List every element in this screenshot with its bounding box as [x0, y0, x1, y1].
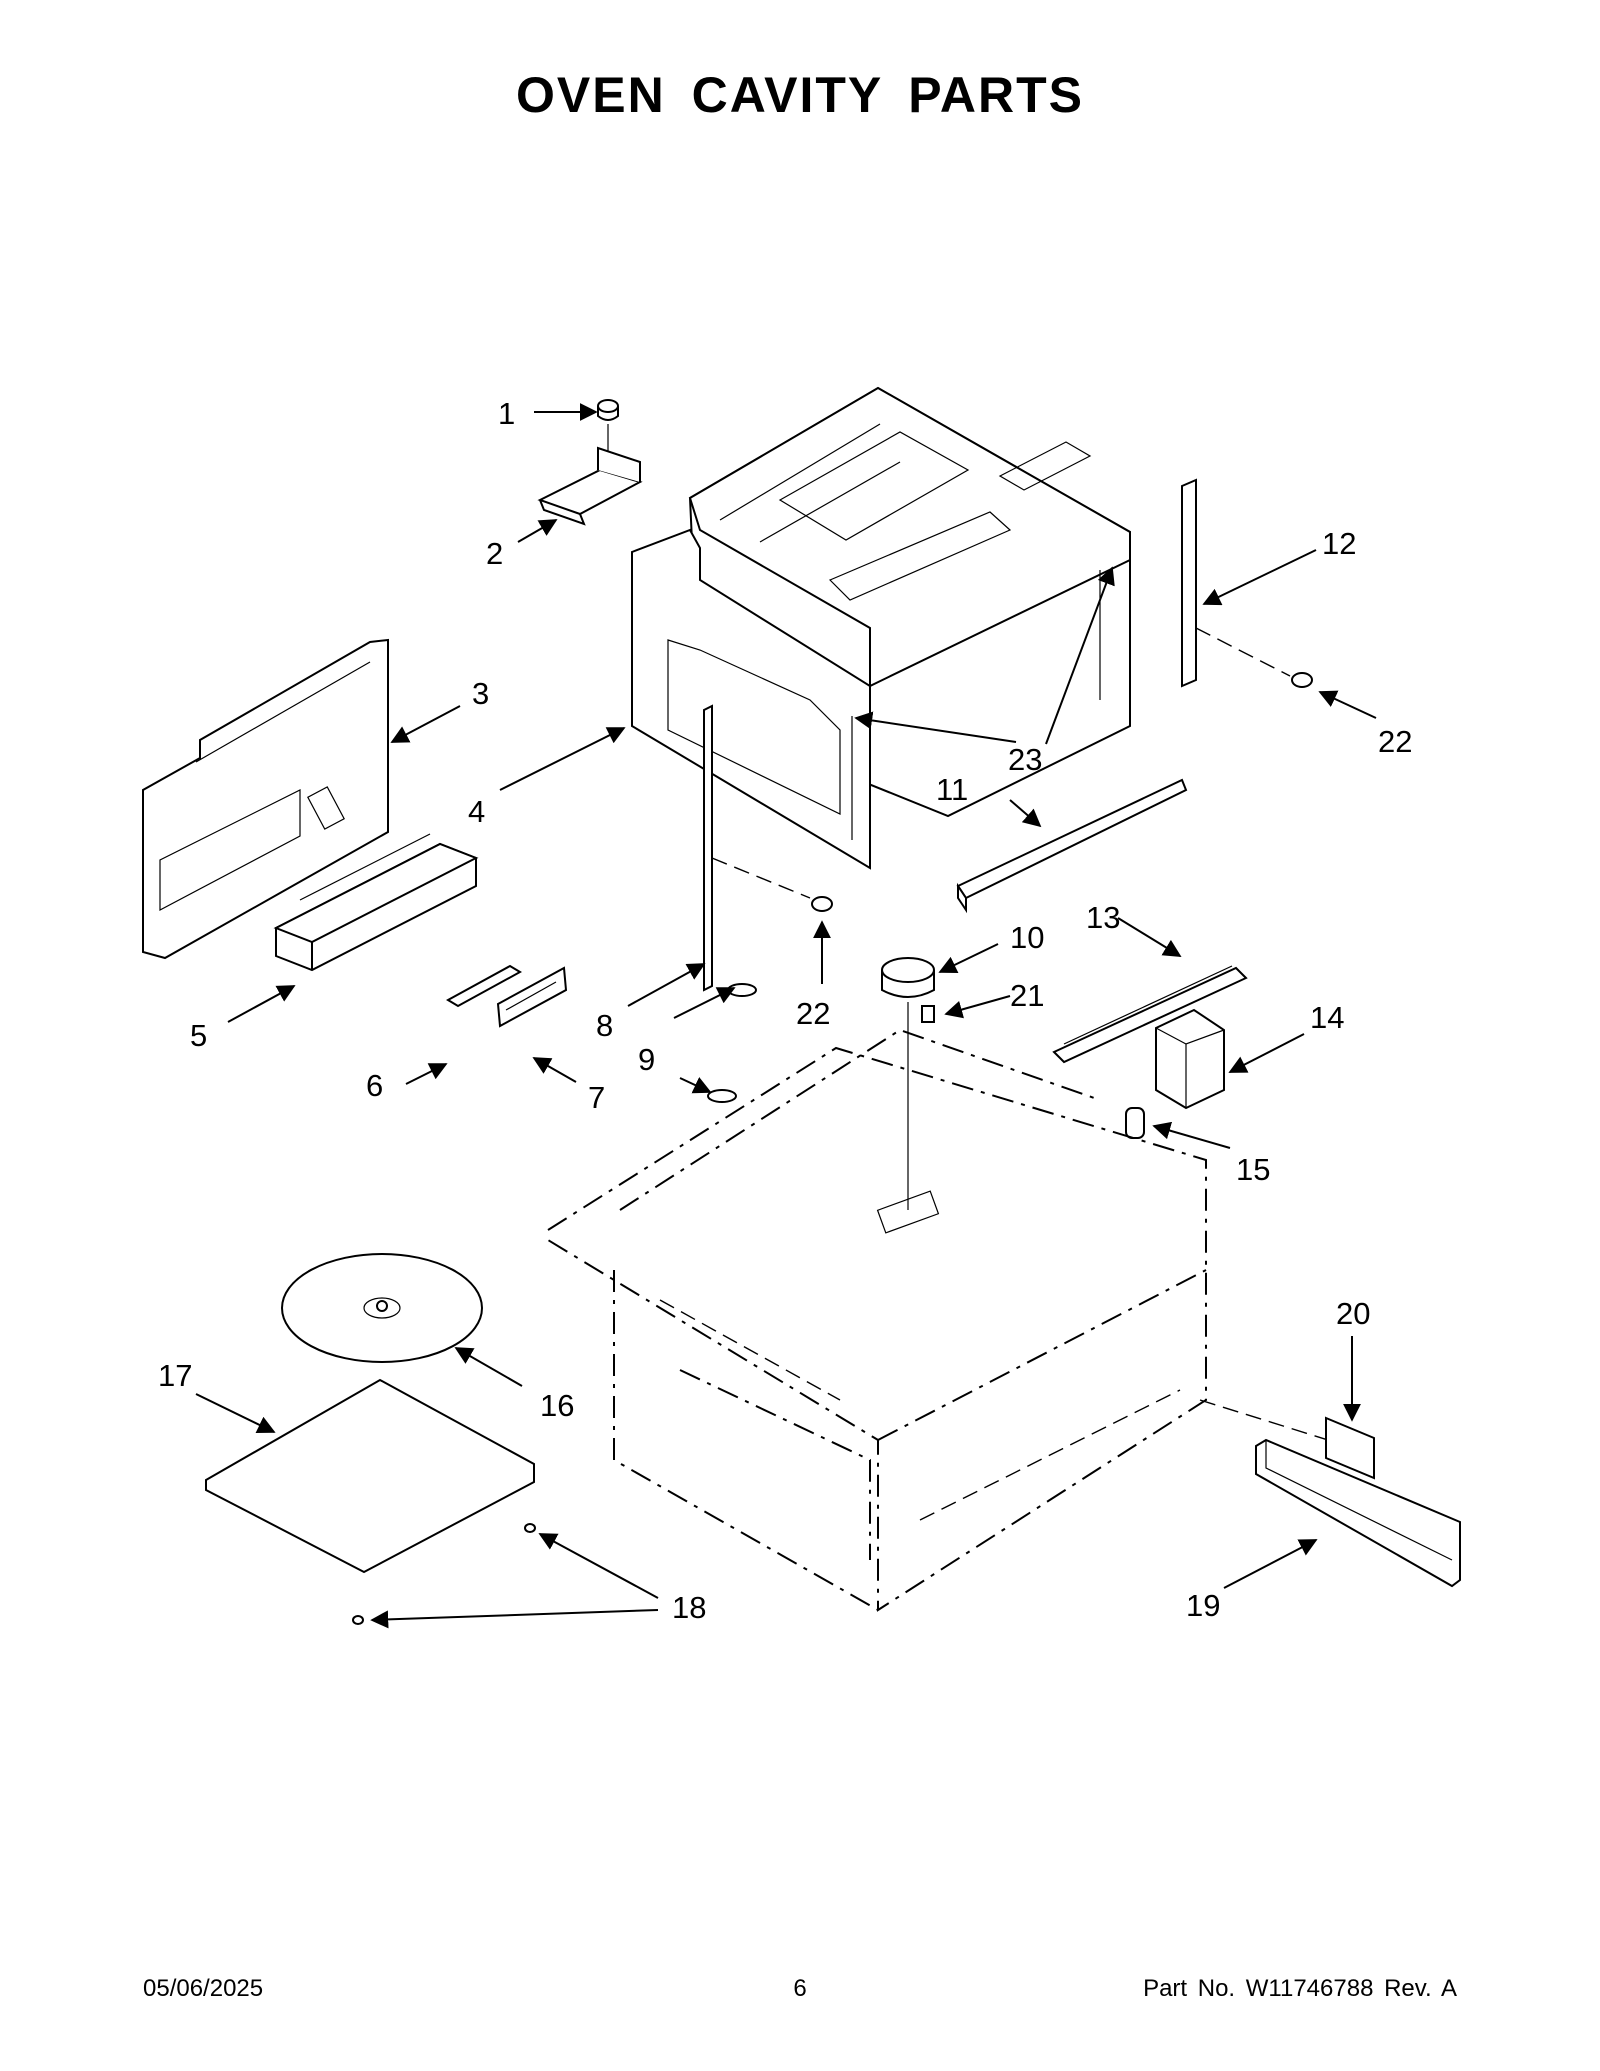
part-20-label — [1325, 1416, 1375, 1480]
part-7-board — [496, 966, 568, 1028]
callout-2: 2 — [486, 536, 503, 571]
part-2-bracket — [537, 446, 643, 526]
footer-page-number: 6 — [793, 1975, 807, 2002]
callout-16: 16 — [540, 1388, 574, 1423]
callout-17: 17 — [158, 1358, 192, 1393]
part-1-knob — [597, 399, 619, 470]
part-9-switches — [707, 983, 757, 1103]
part-15-lamp — [1125, 1107, 1145, 1139]
callout-11: 11 — [936, 772, 968, 807]
callout-1: 1 — [498, 396, 515, 431]
part-8-strip — [703, 704, 833, 992]
callout-3: 3 — [472, 676, 489, 711]
callout-7: 7 — [588, 1080, 605, 1115]
callout-15: 15 — [1236, 1152, 1270, 1187]
part-5-duct — [273, 833, 479, 972]
callout-21: 21 — [1010, 978, 1044, 1013]
callout-13: 13 — [1086, 900, 1120, 935]
callout-14: 14 — [1310, 1000, 1344, 1035]
callout-22-right: 22 — [1378, 724, 1412, 759]
footer-date: 05/06/2025 — [143, 1975, 264, 2002]
part-11-rail — [956, 778, 1188, 914]
page-title: OVEN CAVITY PARTS — [516, 67, 1084, 123]
part-16-disc — [281, 1253, 483, 1363]
part-3-side-panel — [142, 638, 389, 960]
callout-19: 19 — [1186, 1588, 1220, 1623]
footer-part-info: Part No. W11746788 Rev. A — [1143, 1975, 1457, 2002]
callout-4: 4 — [468, 794, 485, 829]
callout-9: 9 — [638, 1042, 655, 1077]
part-6-plate — [445, 964, 523, 1008]
callout-10: 10 — [1010, 920, 1044, 955]
callout-8: 8 — [596, 1008, 613, 1043]
callout-20: 20 — [1336, 1296, 1370, 1331]
callout-18: 18 — [672, 1590, 706, 1625]
part-17-base-plate — [205, 1378, 535, 1574]
oven-body-outline — [547, 1028, 1361, 1612]
callout-6: 6 — [366, 1068, 383, 1103]
part-19-front-strip — [1255, 1438, 1461, 1588]
callout-23: 23 — [1008, 742, 1042, 777]
callout-22-center: 22 — [796, 996, 830, 1031]
callout-5: 5 — [190, 1018, 207, 1053]
leader-lines — [195, 403, 1377, 1629]
part-12-rail — [1181, 478, 1313, 688]
part-10-motor — [881, 957, 935, 1210]
callout-numbers: 1 2 3 4 5 6 7 8 9 10 11 12 13 14 15 16 1… — [158, 396, 1412, 1625]
part-14-box — [1155, 1008, 1225, 1110]
part-18-feet — [352, 1523, 536, 1625]
callout-12: 12 — [1322, 526, 1356, 561]
part-4-oven-cavity — [631, 386, 1131, 870]
part-13-channel — [1052, 965, 1248, 1064]
